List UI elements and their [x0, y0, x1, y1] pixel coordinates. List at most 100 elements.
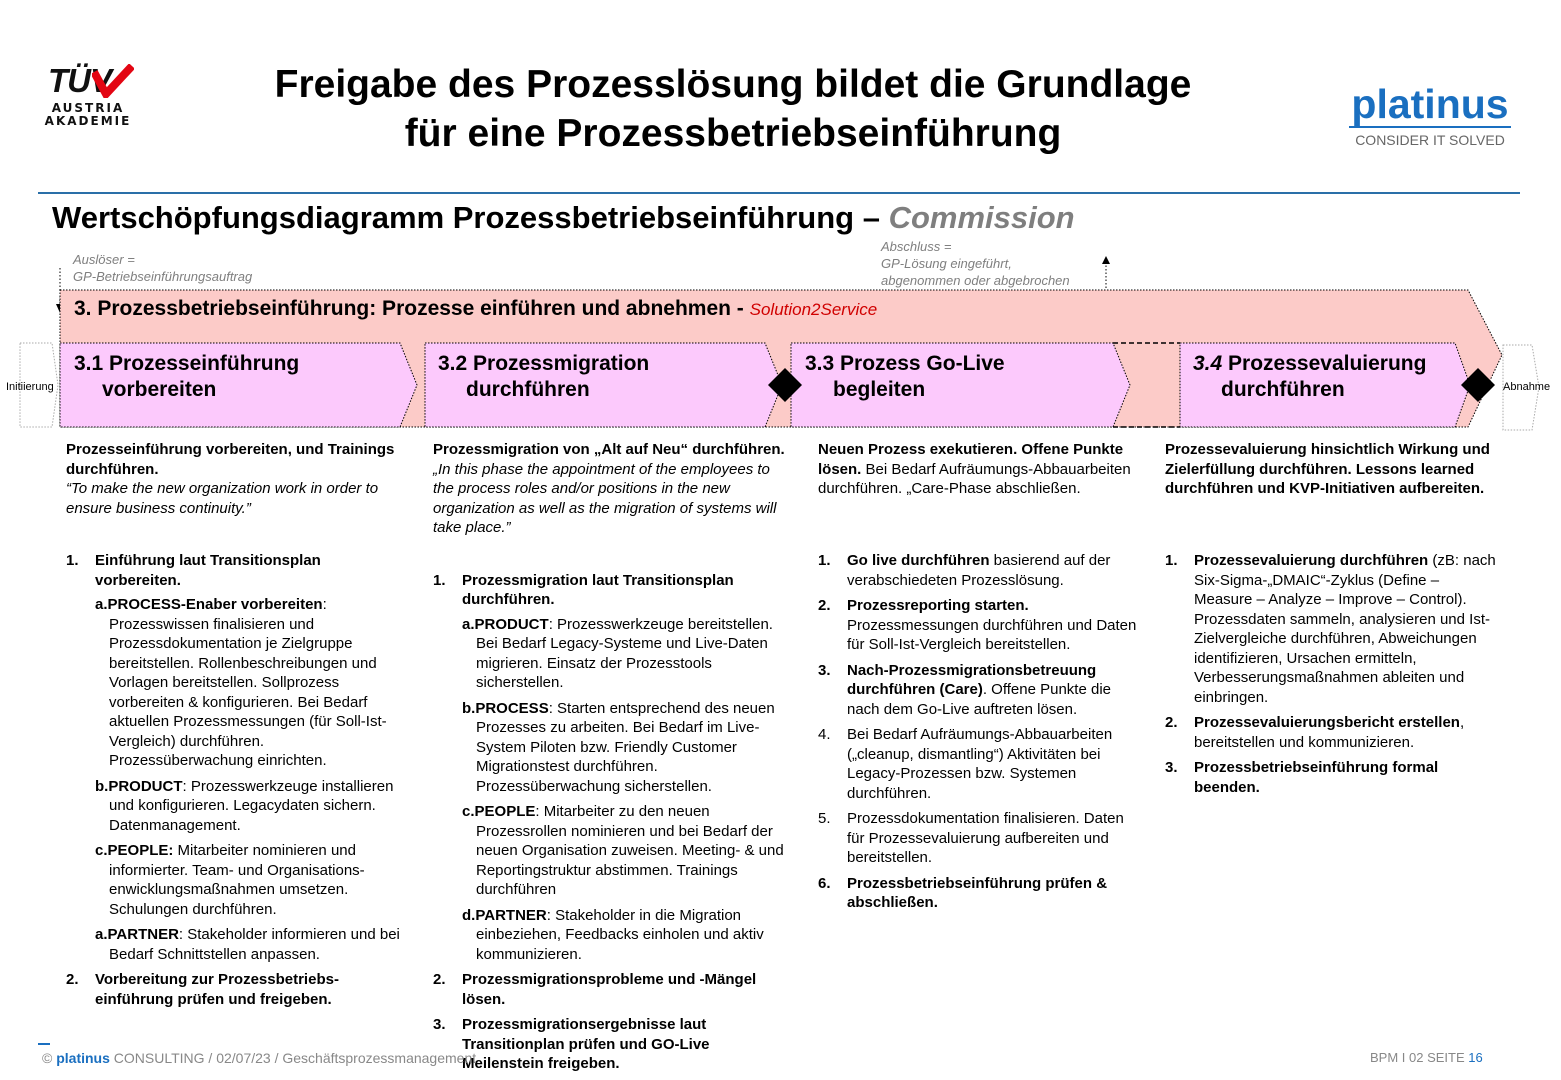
italic-quote: „In this phase the appointment of the em… — [433, 460, 777, 537]
logo-line-akademie: AKADEMIE — [44, 114, 132, 128]
page-title-line1: Freigabe des Prozesslösung bildet die Gr… — [274, 63, 1192, 106]
bold-text: PARTNER — [107, 926, 179, 943]
bold-text: Prozessbetriebseinführung formal beenden… — [1194, 759, 1439, 796]
list-item: 4.Bei Bedarf Aufräumungs-Abbauarbeiten (… — [818, 725, 1138, 803]
step-title: Prozessevaluierung — [1228, 352, 1427, 375]
platinus-logo-word: platinus — [1349, 81, 1511, 128]
sub-item-label: b. — [462, 699, 476, 717]
list-item: 5. Prozessdokumentation finalisieren. Dat… — [818, 809, 1138, 868]
column-3-1: Prozesseinführung vorbereiten, und Train… — [66, 440, 408, 1015]
list-number: 6. — [818, 874, 831, 892]
text: : Prozesswerkzeuge bereitstellen. Bei Be… — [476, 615, 773, 692]
sub-item: a.PARTNER: Stakeholder informieren und b… — [95, 925, 408, 964]
bold-text: Prozessmigration laut Transitionsplan du… — [462, 571, 734, 609]
column-intro: Prozesseinführung vorbereiten, und Train… — [66, 440, 408, 518]
abnahme-box — [1502, 344, 1540, 431]
text: : Stakeholder informieren und bei Bedarf… — [109, 926, 400, 963]
list-item-text: Prozessevaluierung durchführen (zB: nach… — [1194, 551, 1497, 707]
list-number: 1. — [1165, 552, 1178, 569]
list-item-text: Vorbereitung zur Prozessbetriebs-einführ… — [95, 970, 408, 1009]
list-item: 2. Prozessreporting starten.Prozessmessun… — [818, 596, 1138, 655]
column-intro: Neuen Prozess exekutieren. Offene Punkte… — [818, 440, 1138, 518]
column-intro: Prozessevaluierung hinsichtlich Wirkung … — [1165, 440, 1497, 518]
sub-item: b.PROCESS: Starten entsprechend des neue… — [462, 699, 791, 797]
bold-text: Prozessevaluierungsbericht erstellen — [1194, 714, 1460, 731]
list-number: 3. — [1165, 759, 1178, 776]
header-divider — [38, 192, 1520, 194]
footer-brand: platinus — [56, 1050, 110, 1066]
list-item: 2.Prozessmigrationsprobleme und -Mängel … — [433, 970, 791, 1009]
text: (zB: nach Six-Sigma-„DMAIC“-Zyklus (Defi… — [1194, 552, 1496, 706]
sub-item: c.PEOPLE: Mitarbeiter nominieren und inf… — [95, 841, 408, 919]
sub-item: d.PARTNER: Stakeholder in die Migration … — [462, 906, 791, 965]
sub-item: a.PROCESS-Enaber vorbereiten: Prozesswis… — [95, 595, 408, 771]
bold-text: Prozessevaluierung durchführen — [1194, 552, 1429, 569]
step-number: 3.1 — [74, 352, 104, 375]
list-number: 2. — [818, 597, 831, 614]
bold-text: Prozesseinführung vorbereiten, und Train… — [66, 441, 395, 478]
sub-item-label: a. — [462, 615, 475, 633]
italic-quote: “To make the new organization work in or… — [66, 480, 379, 517]
section-title-accent: Commission — [888, 200, 1075, 235]
bold-text: PRODUCT — [474, 615, 549, 633]
footer-text: CONSULTING / 02/07/23 / Geschäftsprozess… — [109, 1050, 477, 1066]
list-number: 1. — [66, 552, 79, 569]
step-title-line2: durchführen — [1221, 378, 1345, 401]
list-item-text: Prozessdokumentation finalisieren. Daten… — [847, 809, 1138, 868]
main-process-title: 3. Prozessbetriebseinführung: Prozesse e… — [74, 297, 877, 321]
column-intro: Prozessmigration von „Alt auf Neu“ durch… — [433, 440, 791, 538]
text: : Prozesswerkzeuge installieren und konf… — [109, 777, 394, 834]
list-item-text: Go live durchführen basierend auf der ve… — [847, 551, 1138, 590]
bold-text: Go live durchführen — [847, 552, 990, 569]
list-item: 3. Prozessbetriebseinführung formal beend… — [1165, 758, 1497, 797]
list-item: 1.Prozessmigration laut Transitionsplan … — [433, 571, 791, 965]
bold-text: Prozessevaluierung hinsichtlich Wirkung … — [1165, 441, 1490, 497]
section-title-main: Wertschöpfungsdiagramm Prozessbetriebsei… — [52, 200, 889, 235]
copyright-symbol: © — [42, 1050, 53, 1066]
list-item-text: Prozessreporting starten.Prozessmessunge… — [847, 596, 1138, 655]
page-number: 16 — [1468, 1050, 1483, 1065]
bold-text: PRODUCT — [108, 777, 183, 795]
list-item-text: Prozessbetriebseinführung formal beenden… — [1194, 758, 1497, 797]
text: , bereitstellen und kommunizieren. — [1194, 714, 1465, 751]
bold-text: Nach-Prozessmigrationsbetreuung durchfüh… — [847, 661, 1097, 699]
list-number: 3. — [433, 1016, 446, 1033]
step-title: Prozess Go-Live — [840, 352, 1005, 375]
list-item: 1. Prozessevaluierung durchführen (zB: na… — [1165, 551, 1497, 707]
trigger-note-line2: GP-Betriebseinführungsauftrag — [73, 269, 253, 284]
column-3-2: Prozessmigration von „Alt auf Neu“ durch… — [433, 440, 791, 1080]
milestone-diamond-icon — [1461, 368, 1495, 402]
bold-text: PROCESS — [475, 699, 549, 717]
footer-right: BPM I 02 SEITE 16 — [1370, 1050, 1483, 1065]
bold-text: Prozessmigration von „Alt auf Neu“ durch… — [433, 441, 785, 458]
text: : Prozesswissen finalisieren und Prozess… — [109, 596, 387, 769]
platinus-tagline: CONSIDER IT SOLVED — [1355, 132, 1505, 148]
step-number: 3.2 — [438, 352, 468, 375]
text: basierend auf der verabschiedeten Prozes… — [847, 552, 1111, 589]
text: Bei Bedarf Aufräumungs-Abbauarbeiten („c… — [847, 726, 1113, 802]
checkmark-icon — [92, 64, 134, 98]
sub-item-label: a. — [95, 926, 108, 943]
bold-text: PEOPLE: — [107, 842, 174, 859]
list-item-text: Prozessmigration laut Transitionsplan du… — [462, 571, 791, 610]
sub-item: c.PEOPLE: Mitarbeiter zu den neuen Proze… — [462, 802, 791, 900]
list-number: 2. — [66, 971, 79, 988]
sub-item-label: a. — [95, 596, 108, 613]
step-3-1-shape — [59, 342, 418, 428]
closure-note: Abschluss = GP-Lösung eingeführt, abgeno… — [881, 238, 1070, 289]
initiierung-label: Initiierung — [6, 381, 54, 393]
trigger-note-line1: Auslöser = — [73, 252, 135, 267]
list-number: 5. — [818, 810, 831, 827]
list-item-text: Einführung laut Transitionsplan vorberei… — [95, 551, 408, 590]
initiierung-box — [19, 342, 59, 428]
section-title: Wertschöpfungsdiagramm Prozessbetriebsei… — [52, 200, 1075, 236]
bold-text: PARTNER — [475, 906, 547, 924]
bold-text: Vorbereitung zur Prozessbetriebs-einführ… — [95, 971, 339, 1008]
step-3-4-shape — [1179, 342, 1471, 428]
list-item-text: Prozessevaluierungsbericht erstellen, be… — [1194, 713, 1497, 752]
platinus-logo: platinus CONSIDER IT SOLVED — [1330, 82, 1530, 148]
tuv-austria-akademie-logo: TÜV AUSTRIA AKADEMIE — [42, 62, 137, 132]
